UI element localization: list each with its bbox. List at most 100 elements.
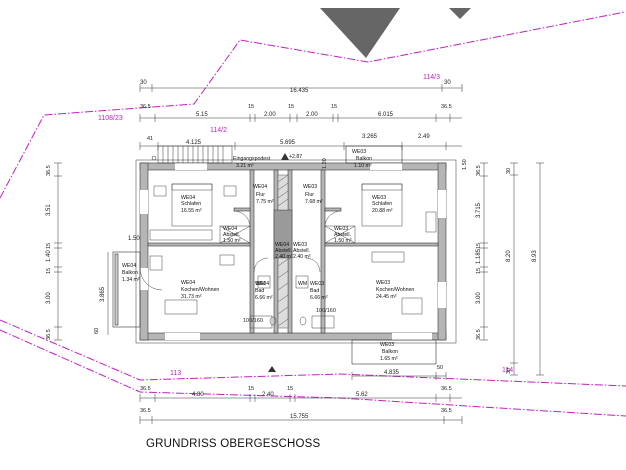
room-name: WE03 [376,280,390,286]
dim-label: 15 [476,243,482,249]
dim-label: 30 [506,368,512,374]
room-name: WE03 [372,195,386,201]
roof-triangle-small [449,8,471,19]
stair-dim: 1.50 [462,159,468,170]
room-type: Flur [305,192,314,198]
dim-label: 15.755 [290,414,309,420]
dim-label: 2.40 [262,392,274,398]
dim-label: 30 [506,168,512,174]
stair-dim: 1.20 [322,158,328,169]
dim-label: 2.49 [418,134,430,140]
dim-label: 3.265 [362,134,378,140]
dim-label: 3.00 [46,292,52,304]
room-type: Balkon [382,349,398,355]
dim-label: 36.5 [46,329,52,340]
level-marker: +2.87 1.20 1.50 [268,153,468,372]
room-type: Bad [310,288,319,294]
room-type: Abstell. [275,248,292,254]
plan-title: GRUNDRISS OBERGESCHOSS [146,438,321,450]
dimension-chains-top: 30 16.435 30 36.5 5.15 15 2.00 15 2.00 1… [139,80,463,150]
room-type: Kochen/Wohnen [376,287,414,293]
dim-label: 30 [140,80,147,86]
dim-label: 3.715 [476,202,482,218]
washer-label: WM [256,281,265,287]
room-area: 16.55 m² [181,208,202,214]
dim-label: 6.015 [378,112,394,118]
door-size: 100/160 [243,318,263,324]
dim-label: 15 [287,386,293,392]
room-name: WE04 [122,263,136,269]
dim-label: 4.125 [186,140,202,146]
room-area: 6.66 m² [310,295,328,301]
balconies [112,145,437,365]
room-area: 1.50 m² [223,238,241,244]
dim-label: 4.80 [192,392,204,398]
room-type: Kochen/Wohnen [181,287,219,293]
room-type: Balkon [122,270,138,276]
dim-label: 1.40 [46,250,52,262]
room-name: WE03 [352,149,366,155]
dim-label: 50 [437,365,443,371]
dimension-chains-bottom: 4.835 50 36.5 4.80 15 2.40 15 5.62 36.5 … [139,365,463,424]
room-type: Abstell. [223,232,240,238]
dim-label: 5.695 [280,140,296,146]
room-name: WE04 [255,281,269,287]
room-area: 20.88 m² [372,208,393,214]
room-area: 7.75 m² [256,199,274,205]
dimension-chains-right: 36.5 3.715 15 1.185 15 3.00 36.5 30 8.20… [476,162,544,376]
dim-label: 15 [288,104,294,110]
dim-label: 2.00 [306,112,318,118]
room-name: WE04 [181,195,195,201]
dim-label: 15 [46,243,52,249]
lot-label: 114 [502,367,513,374]
dim-label: 1.50 [128,236,140,242]
dim-label: 30 [444,80,451,86]
room-area: 2.40 m² [275,254,293,260]
dim-label: 4.835 [384,370,400,376]
level-text: +2.87 [289,154,302,160]
room-area: 1.34 m² [122,277,140,283]
dim-label: 36.5 [441,408,452,414]
room-area: 1.10 m² [354,163,372,169]
dim-label: 36.5 [476,329,482,340]
storage-marks [219,225,356,244]
room-area: 1.50 m² [334,238,352,244]
dim-label: 60 [94,328,100,334]
dim-label: 36.5 [46,165,52,176]
room-name: WE04 [181,280,195,286]
dim-label: 36.5 [140,386,151,392]
washer-label: WM [298,281,307,287]
dim-label: 15 [248,104,254,110]
dim-label: 36.5 [441,386,452,392]
dim-label: 5.62 [356,392,368,398]
room-labels: WE04 Schlafen 16.55 m² WE04 Flur 7.75 m²… [122,149,414,362]
room-type: Abstell. [293,248,310,254]
property-boundary [0,11,626,417]
dim-label: 2.00 [264,112,276,118]
landing-name: Eingangspodest [233,156,271,162]
dim-label: 5.15 [196,112,208,118]
entrance-stair [151,145,233,164]
dim-label: 15 [476,268,482,274]
room-type: Balkon [356,156,372,162]
room-type: Bad [255,288,264,294]
lot-label: 114/2 [210,127,227,134]
room-type: Schlafen [181,201,201,207]
dim-label: 3.51 [46,204,52,216]
dim-label: 41 [147,136,153,142]
room-name: WE04 [275,242,289,248]
room-area: 2.40 m² [293,254,311,260]
room-area: 31.73 m² [181,294,202,300]
dim-label: 36.5 [140,104,151,110]
dim-label: 8.20 [506,250,512,262]
dim-label: 16.435 [290,88,309,94]
room-name: WE03 [293,242,307,248]
dimension-chains-left: 36.5 3.51 15 1.40 15 3.00 36.5 1.50 3.86… [46,162,140,341]
door-size: 100/160 [316,308,336,314]
room-area: 7.68 m² [305,199,323,205]
shaft-hatching [277,174,289,329]
roof-triangle-large [320,8,400,58]
dim-label: 36.5 [140,408,151,414]
lot-label: 1108/23 [98,115,123,122]
